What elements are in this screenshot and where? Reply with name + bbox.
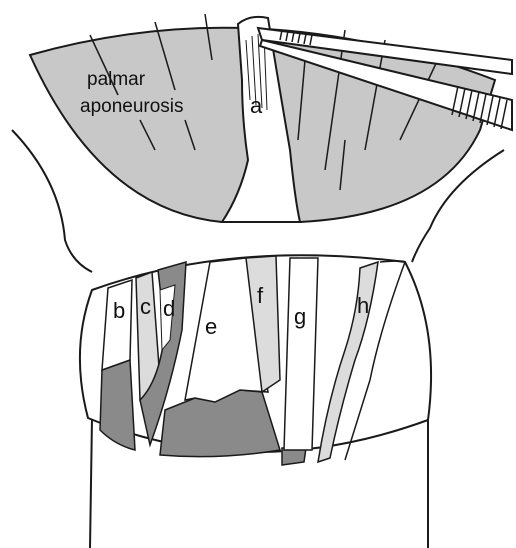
structure-label-line1: palmar [87,69,146,90]
wrist-window [80,255,431,465]
label-h: h [357,293,369,318]
label-e: e [205,314,217,339]
label-a: a [250,93,263,118]
label-f: f [257,283,264,308]
tendon-b-dark [100,360,135,450]
tendon-g [284,258,318,450]
label-c: c [140,294,151,319]
label-b: b [113,298,125,323]
label-g: g [294,304,306,329]
label-d: d [163,296,175,321]
structure-label-line2: aponeurosis [80,96,184,117]
